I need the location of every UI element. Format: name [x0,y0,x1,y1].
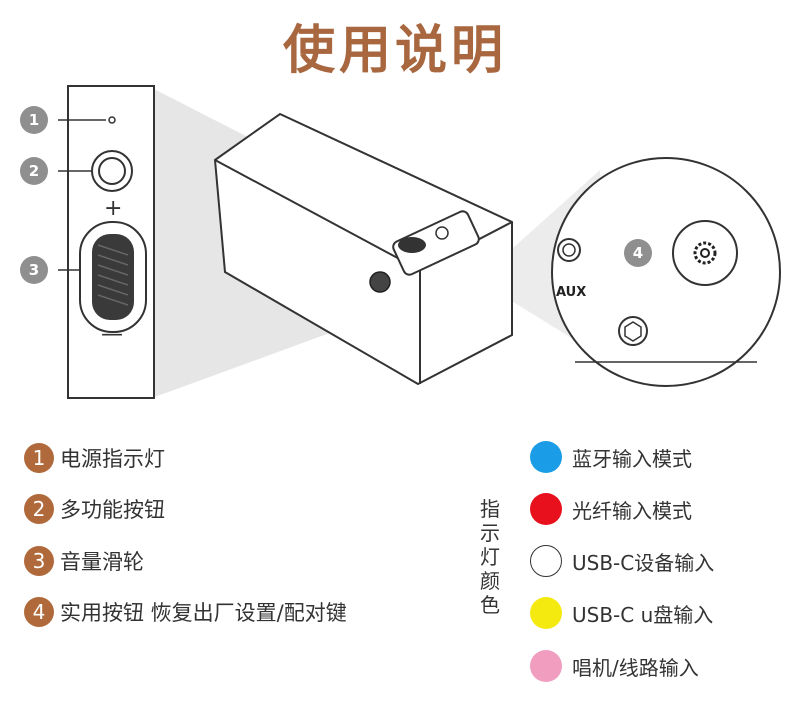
volume-wheel [92,234,134,320]
legend-text: 电源指示灯 [60,447,165,471]
indicator-usbc-drive: USB-C u盘输入 [530,597,713,629]
legend-num: 3 [24,546,54,576]
usb-c-port [618,316,648,346]
legend-item-power-led: 1 电源指示灯 [24,443,165,473]
legend-item-multifunction-button: 2 多功能按钮 [24,494,165,524]
legend-text: 实用按钮 恢复出厂设置/配对键 [60,601,347,625]
indicator-color-label: 指 示 灯 颜 色 [480,497,500,617]
top-control-strip [392,210,480,276]
power-led [108,116,116,124]
color-dot-yellow [530,597,562,629]
legend-num: 1 [24,443,54,473]
zoom-circle [551,157,781,387]
legend-num: 2 [24,494,54,524]
aux-label: AUX [556,285,587,300]
indicator-bluetooth: 蓝牙输入模式 [530,441,692,473]
callout-2: 2 [20,157,48,185]
callout-4: 4 [624,239,652,267]
plus-label: + [104,196,123,221]
color-dot-white [530,545,562,577]
speaker-box [213,112,513,386]
aux-port-inner [562,243,576,257]
minus-label: — [101,322,123,347]
legend-text: 多功能按钮 [60,498,165,522]
multifunction-button-inner [98,157,126,185]
utility-button [672,220,738,286]
indicator-optical: 光纤输入模式 [530,493,692,525]
callout-1: 1 [20,106,48,134]
side-knob [369,271,391,293]
indicator-phono-line: 唱机/线路输入 [530,650,699,682]
product-diagram [58,85,781,399]
color-text: 光纤输入模式 [572,498,692,523]
page-title: 使用说明 [282,21,507,81]
color-text: 蓝牙输入模式 [572,446,692,471]
legend-item-utility-button: 4 实用按钮 恢复出厂设置/配对键 [24,597,347,627]
color-dot-red [530,493,562,525]
color-dot-pink [530,650,562,682]
color-text: USB-C u盘输入 [572,602,714,627]
color-text: USB-C设备输入 [572,550,715,575]
gear-icon [693,241,717,265]
legend-text: 音量滑轮 [60,550,144,574]
indicator-usbc-device: USB-C设备输入 [530,545,714,577]
color-text: 唱机/线路输入 [572,655,699,680]
cube-icon [624,321,642,342]
color-dot-blue [530,441,562,473]
top-volume-wheel [398,237,426,253]
top-button [435,226,449,240]
legend-num: 4 [24,597,54,627]
legend-item-volume-wheel: 3 音量滑轮 [24,546,144,576]
callout-3: 3 [20,256,48,284]
